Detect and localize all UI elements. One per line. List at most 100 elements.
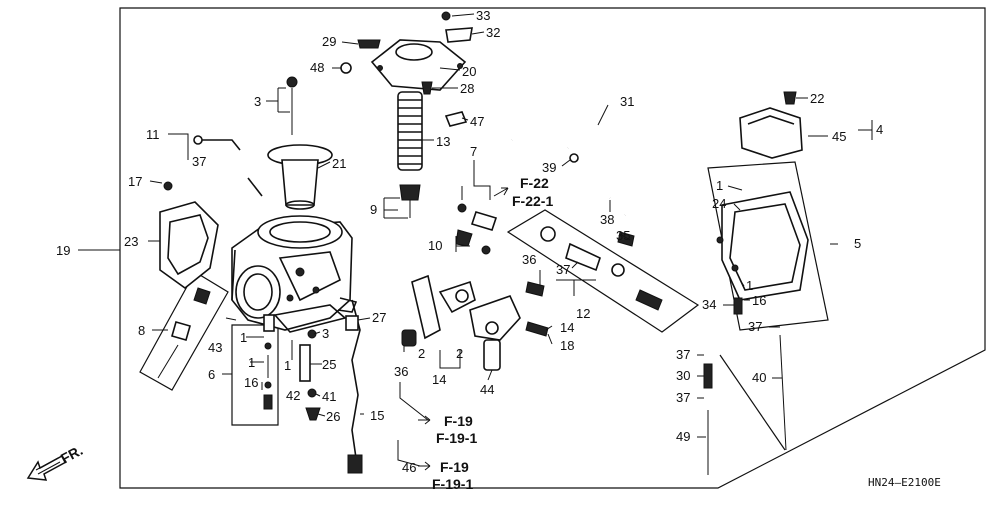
top-cover	[370, 39, 467, 91]
part-label-21: 21	[332, 156, 346, 171]
float-valve-parts	[263, 314, 275, 410]
part-label-25: 25	[322, 357, 336, 372]
jet-set-frame	[506, 209, 700, 333]
ref-f19-1-b: F-19-1	[432, 476, 473, 492]
part-label-2b: 2	[456, 346, 463, 361]
part-label-32: 32	[486, 25, 500, 40]
part-label-40: 40	[752, 370, 766, 385]
jet-set-parts	[540, 226, 663, 311]
part-label-33: 33	[476, 8, 490, 23]
throttle-links	[401, 274, 521, 371]
part-label-34: 34	[702, 297, 716, 312]
part-label-13: 13	[436, 134, 450, 149]
part-label-41: 41	[322, 389, 336, 404]
part-label-26: 26	[326, 409, 340, 424]
part-label-5: 5	[854, 236, 861, 251]
part-label-10: 10	[428, 238, 442, 253]
link-screws	[525, 281, 549, 337]
screw-top	[286, 76, 298, 135]
front-direction-arrow: FR.	[26, 442, 85, 481]
part-label-39: 39	[542, 160, 556, 175]
needle-jet-parts	[157, 287, 211, 379]
part-label-24: 24	[712, 196, 726, 211]
ref-f22-1: F-22-1	[512, 193, 553, 209]
part-label-1: 1	[240, 330, 247, 345]
part-label-14b: 14	[560, 320, 574, 335]
throttle-cable	[345, 299, 363, 474]
drawing-code: HN24—E2100E	[868, 476, 941, 489]
part-label-29: 29	[322, 34, 336, 49]
reference-arrows	[418, 187, 509, 471]
part-label-19: 19	[56, 243, 70, 258]
part-label-22: 22	[810, 91, 824, 106]
leader-lines	[78, 13, 873, 467]
part-label-37d: 37	[676, 347, 690, 362]
part-label-16b: 16	[752, 293, 766, 308]
part-label-7: 7	[470, 144, 477, 159]
part-label-47: 47	[470, 114, 484, 129]
part-label-35: 35	[616, 228, 630, 243]
part-label-37e: 37	[676, 390, 690, 405]
reference-labels: F-22 F-22-1 F-19 F-19-1 F-19 F-19-1	[432, 175, 553, 492]
ref-f19-1-a: F-19-1	[436, 430, 477, 446]
spring	[397, 91, 423, 171]
part-label-1c: 1	[284, 358, 291, 373]
part-labels: 33 32 29 48 20 28 47 13 21 3 11 37 17 23…	[56, 8, 883, 475]
part-label-11: 11	[146, 127, 160, 142]
float-valve-frame	[231, 324, 279, 426]
part-label-9: 9	[370, 202, 377, 217]
diagonal-frame-line	[719, 354, 786, 451]
choke-parts	[455, 203, 498, 255]
pilot-screw-parts	[291, 329, 321, 421]
part-label-1e: 1	[746, 278, 753, 293]
part-label-45: 45	[832, 129, 846, 144]
part-label-36b: 36	[522, 252, 536, 267]
part-label-37: 37	[192, 154, 206, 169]
insulator	[267, 144, 333, 210]
part-label-6: 6	[208, 367, 215, 382]
part-label-16: 16	[244, 375, 258, 390]
carburetor-body	[231, 215, 358, 333]
part-label-43: 43	[208, 340, 222, 355]
drain-tube	[509, 93, 676, 216]
part-label-28: 28	[460, 81, 474, 96]
part-label-36: 36	[394, 364, 408, 379]
air-vent-cap	[739, 91, 803, 159]
part-label-3b: 3	[322, 326, 329, 341]
float-chamber	[716, 191, 809, 315]
diagram-frame	[119, 7, 986, 489]
part-label-17: 17	[128, 174, 142, 189]
part-label-20: 20	[462, 64, 476, 79]
ref-f19-a: F-19	[444, 413, 473, 429]
air-vent-hose	[193, 135, 263, 197]
part-label-12: 12	[576, 306, 590, 321]
part-label-30: 30	[676, 368, 690, 383]
part-label-48: 48	[310, 60, 324, 75]
part-label-18: 18	[560, 338, 574, 353]
part-label-42: 42	[286, 388, 300, 403]
drain-pipe	[703, 334, 787, 475]
part-label-1b: 1	[248, 355, 255, 370]
part-label-46: 46	[402, 460, 416, 475]
part-label-2: 2	[418, 346, 425, 361]
part-label-8: 8	[138, 323, 145, 338]
ref-f19-b: F-19	[440, 459, 469, 475]
part-label-38: 38	[600, 212, 614, 227]
part-label-23: 23	[124, 234, 138, 249]
side-cover	[159, 181, 219, 290]
part-label-37c: 37	[748, 319, 762, 334]
part-label-14: 14	[432, 372, 446, 387]
jet-needle	[399, 184, 421, 218]
part-label-44: 44	[480, 382, 494, 397]
part-label-27: 27	[372, 310, 386, 325]
needle-jet-frame	[139, 271, 229, 391]
part-label-37b: 37	[556, 262, 570, 277]
part-label-1d: 1	[716, 178, 723, 193]
part-label-49: 49	[676, 429, 690, 444]
ref-f22: F-22	[520, 175, 549, 191]
part-label-3: 3	[254, 94, 261, 109]
part-label-4: 4	[876, 122, 883, 137]
part-label-15: 15	[370, 408, 384, 423]
